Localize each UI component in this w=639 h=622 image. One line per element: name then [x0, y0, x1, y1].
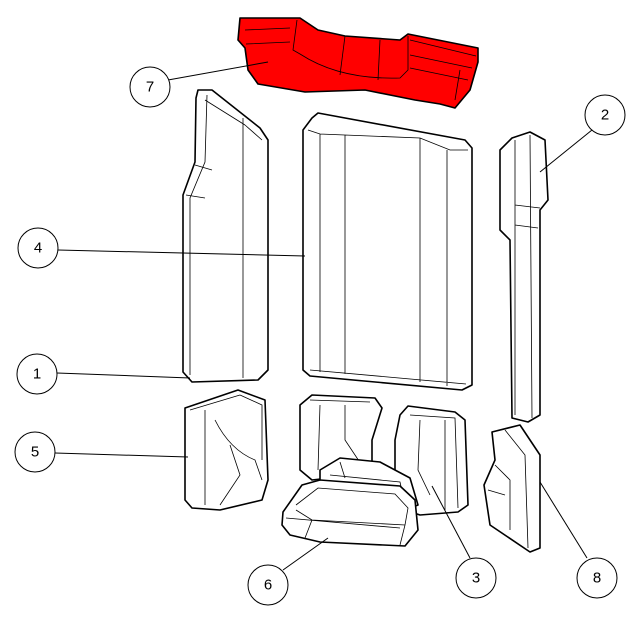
- callout-label: 7: [146, 79, 154, 96]
- callout-label: 8: [593, 570, 601, 587]
- callout-4: 4: [17, 227, 59, 269]
- callout-5: 5: [14, 431, 56, 473]
- part-5-left-brick: [184, 389, 269, 511]
- part-1-left-panel: [182, 89, 269, 383]
- callout-7: 7: [129, 66, 171, 108]
- callout-3: 3: [455, 557, 497, 599]
- callout-6: 6: [247, 564, 289, 606]
- callout-1: 1: [16, 353, 58, 395]
- part-6-front-retainer: [281, 479, 419, 547]
- part-8-right-brick: [483, 424, 541, 553]
- part-2-right-panel: [499, 131, 549, 423]
- part-7-baffle: [237, 17, 479, 109]
- part-4-back-panel: [302, 112, 473, 391]
- callout-8: 8: [576, 557, 618, 599]
- callout-label: 2: [601, 107, 609, 124]
- callout-2: 2: [584, 94, 626, 136]
- leader-lines: [54, 61, 593, 571]
- callout-label: 1: [33, 366, 41, 383]
- callout-label: 3: [472, 570, 480, 587]
- callout-label: 4: [34, 240, 42, 257]
- callout-label: 5: [31, 444, 39, 461]
- callout-label: 6: [264, 577, 272, 594]
